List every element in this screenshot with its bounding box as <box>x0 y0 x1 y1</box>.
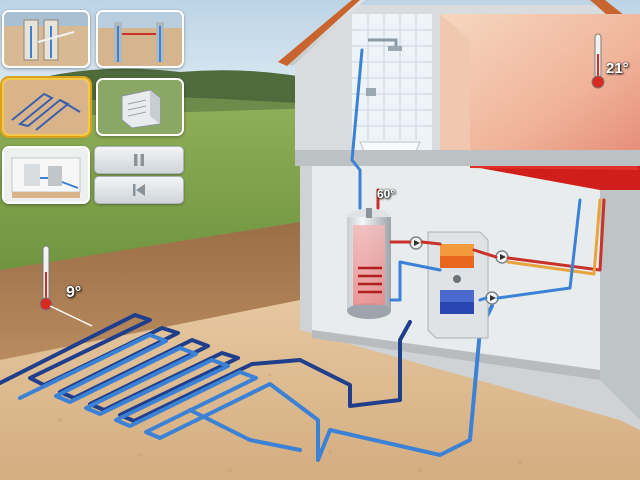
thumbnail-horizontal-collector[interactable] <box>2 78 90 136</box>
ground-temperature-label: 9° <box>66 284 82 301</box>
heat-pump-unit-icon <box>98 80 182 134</box>
vertical-probes-icon <box>4 12 88 66</box>
skip-to-start-icon <box>133 184 145 196</box>
borehole-probes-icon <box>98 12 182 66</box>
rewind-button[interactable] <box>94 176 184 204</box>
thumbnail-vertical-probes[interactable] <box>2 10 90 68</box>
thumbnail-borehole-probes[interactable] <box>96 10 184 68</box>
system-overview-icon <box>4 148 88 202</box>
thumbnail-system-overview[interactable] <box>2 146 90 204</box>
ground-thermometer <box>39 245 93 327</box>
horizontal-collector-icon <box>4 80 88 134</box>
room-thermometer <box>591 33 605 89</box>
tank-temperature-label: 60° <box>377 187 396 201</box>
pause-icon <box>134 154 144 166</box>
pause-button[interactable] <box>94 146 184 174</box>
room-temperature-label: 21° <box>606 60 629 77</box>
thumbnail-heat-pump-unit[interactable] <box>96 78 184 136</box>
